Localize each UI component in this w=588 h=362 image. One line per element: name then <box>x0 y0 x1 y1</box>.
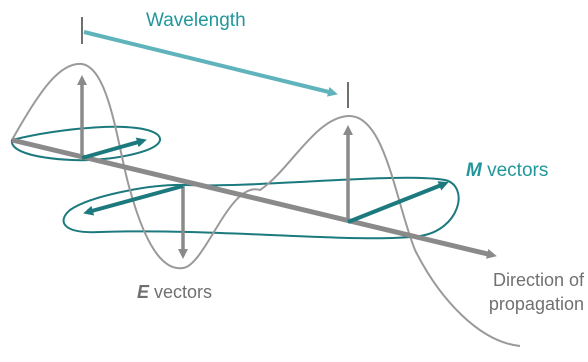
wavelength-label-text: Wavelength <box>146 10 246 31</box>
direction-label-line2: propagation <box>489 292 584 316</box>
m-vectors-symbol: M <box>466 160 482 181</box>
m-vector-1 <box>82 141 142 158</box>
e-vectors-symbol: E <box>137 282 149 302</box>
e-field-wave <box>12 64 520 346</box>
m-field-ellipse-2 <box>64 178 459 239</box>
m-vectors-label: M vectors <box>466 160 548 182</box>
direction-label-line1: Direction of <box>489 268 584 292</box>
m-vectors-text: vectors <box>482 160 549 181</box>
wavelength-label: Wavelength <box>146 10 246 32</box>
wavelength-arrow <box>84 32 333 93</box>
e-vectors-text: vectors <box>149 282 212 302</box>
e-vectors-label: E vectors <box>137 282 212 303</box>
direction-label: Direction of propagation <box>489 268 584 316</box>
